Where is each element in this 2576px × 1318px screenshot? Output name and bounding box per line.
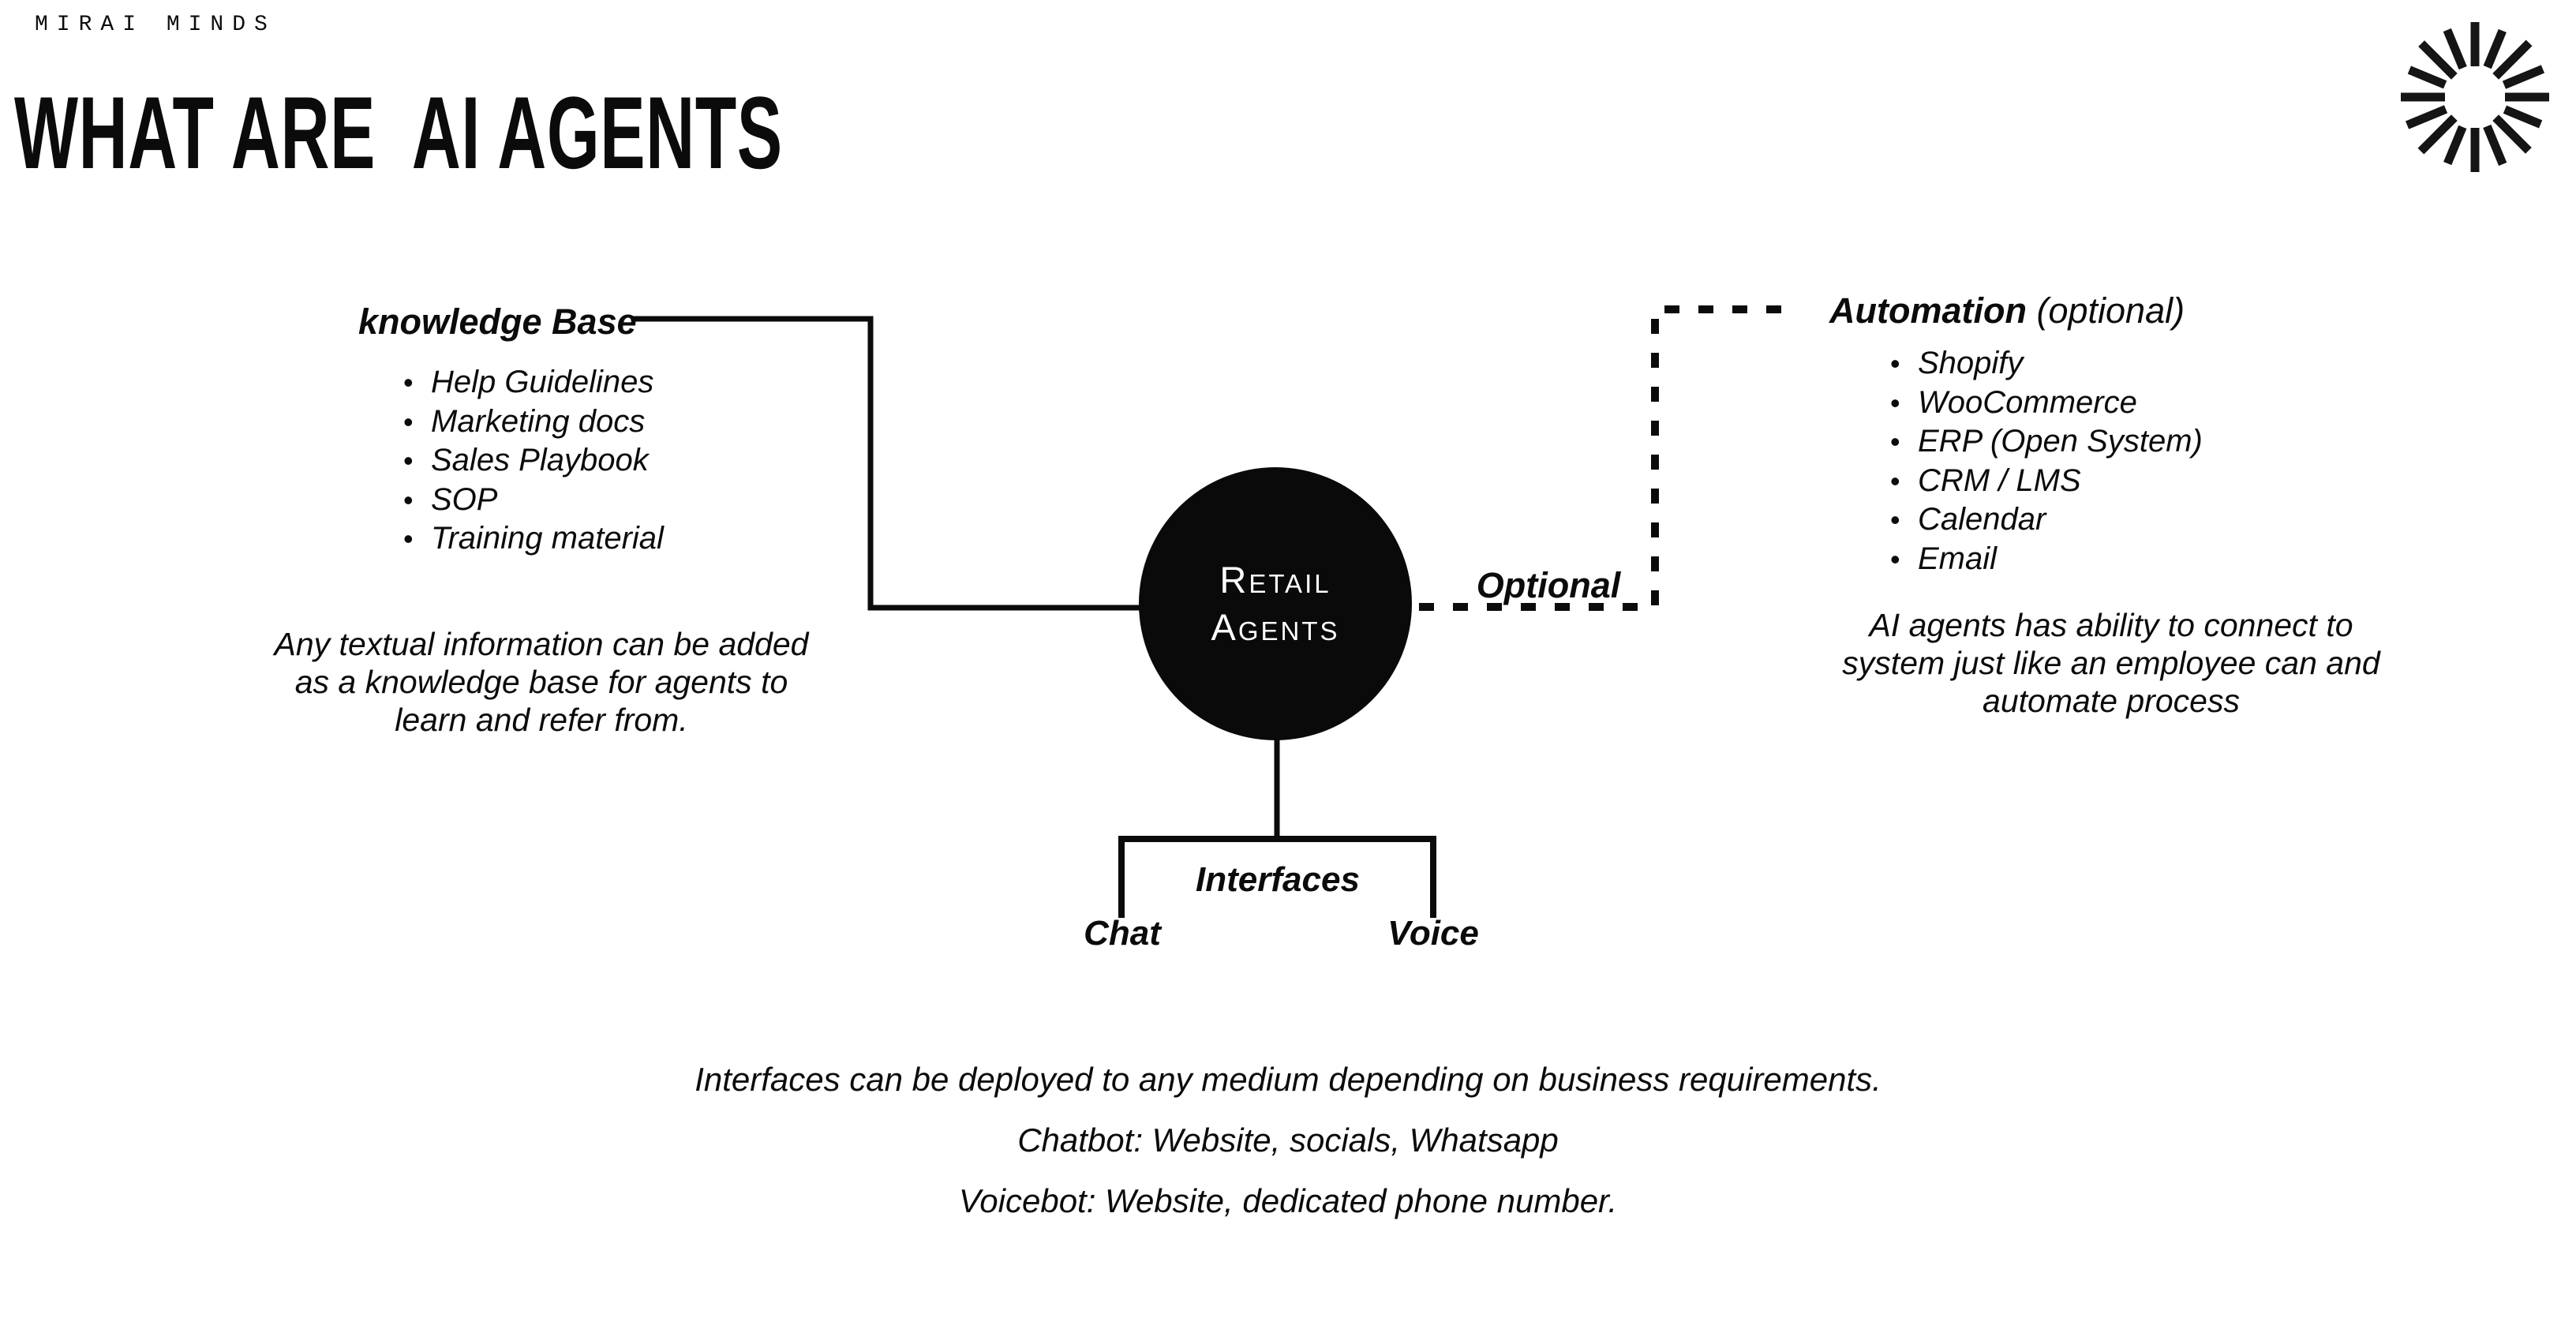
knowledge-base-list: Help Guidelines Marketing docs Sales Pla… bbox=[403, 363, 664, 559]
automation-heading: Automation (optional) bbox=[1829, 290, 2185, 331]
note-line: AI agents has ability to connect to bbox=[1869, 607, 2353, 643]
list-item: ERP (Open System) bbox=[1890, 422, 2203, 462]
automation-heading-bold: Automation bbox=[1829, 290, 2027, 331]
list-item: Help Guidelines bbox=[403, 363, 664, 403]
knowledge-connector-line bbox=[631, 316, 1144, 611]
footer-note: Interfaces can be deployed to any medium… bbox=[0, 1059, 2576, 1241]
knowledge-base-heading: knowledge Base bbox=[358, 301, 637, 342]
page-title-text: WHAT ARE AI AGENTS bbox=[14, 75, 783, 190]
automation-note: AI agents has ability to connect to syst… bbox=[1799, 606, 2423, 720]
list-item: Calendar bbox=[1890, 500, 2203, 540]
list-item: CRM / LMS bbox=[1890, 462, 2203, 501]
knowledge-base-note: Any textual information can be added as … bbox=[202, 625, 881, 739]
list-item: Shopify bbox=[1890, 344, 2203, 384]
list-item: Marketing docs bbox=[403, 403, 664, 442]
note-line: learn and refer from. bbox=[395, 702, 688, 738]
footer-line: Chatbot: Website, socials, Whatsapp bbox=[1017, 1121, 1559, 1159]
footer-line: Voicebot: Website, dedicated phone numbe… bbox=[958, 1182, 1618, 1219]
footer-line: Interfaces can be deployed to any medium… bbox=[695, 1061, 1881, 1098]
note-line: as a knowledge base for agents to bbox=[294, 664, 788, 700]
retail-agents-node: Retail Agents bbox=[1139, 467, 1412, 740]
note-line: system just like an employee can and bbox=[1842, 645, 2380, 681]
list-item: Sales Playbook bbox=[403, 441, 664, 481]
optional-edge-label: Optional bbox=[1476, 565, 1621, 605]
automation-list: Shopify WooCommerce ERP (Open System) CR… bbox=[1890, 344, 2203, 578]
brand-name: MIRAI MINDS bbox=[35, 13, 276, 37]
list-item: WooCommerce bbox=[1890, 384, 2203, 423]
hub-label-line1: Retail bbox=[1219, 559, 1331, 601]
page-title: WHAT ARE AI AGENTS bbox=[14, 75, 1178, 190]
note-line: automate process bbox=[1983, 683, 2240, 719]
list-item: Email bbox=[1890, 540, 2203, 579]
automation-dashed-line bbox=[1419, 305, 1793, 611]
note-line: Any textual information can be added bbox=[274, 626, 809, 662]
voice-leaf-label: Voice bbox=[1387, 914, 1479, 953]
chat-leaf-label: Chat bbox=[1084, 914, 1161, 953]
interfaces-heading: Interfaces bbox=[1196, 860, 1360, 899]
hub-label-line2: Agents bbox=[1211, 606, 1340, 648]
list-item: SOP bbox=[403, 481, 664, 520]
list-item: Training material bbox=[403, 519, 664, 559]
automation-heading-suffix: (optional) bbox=[2026, 290, 2185, 331]
starburst-icon bbox=[2394, 16, 2556, 182]
